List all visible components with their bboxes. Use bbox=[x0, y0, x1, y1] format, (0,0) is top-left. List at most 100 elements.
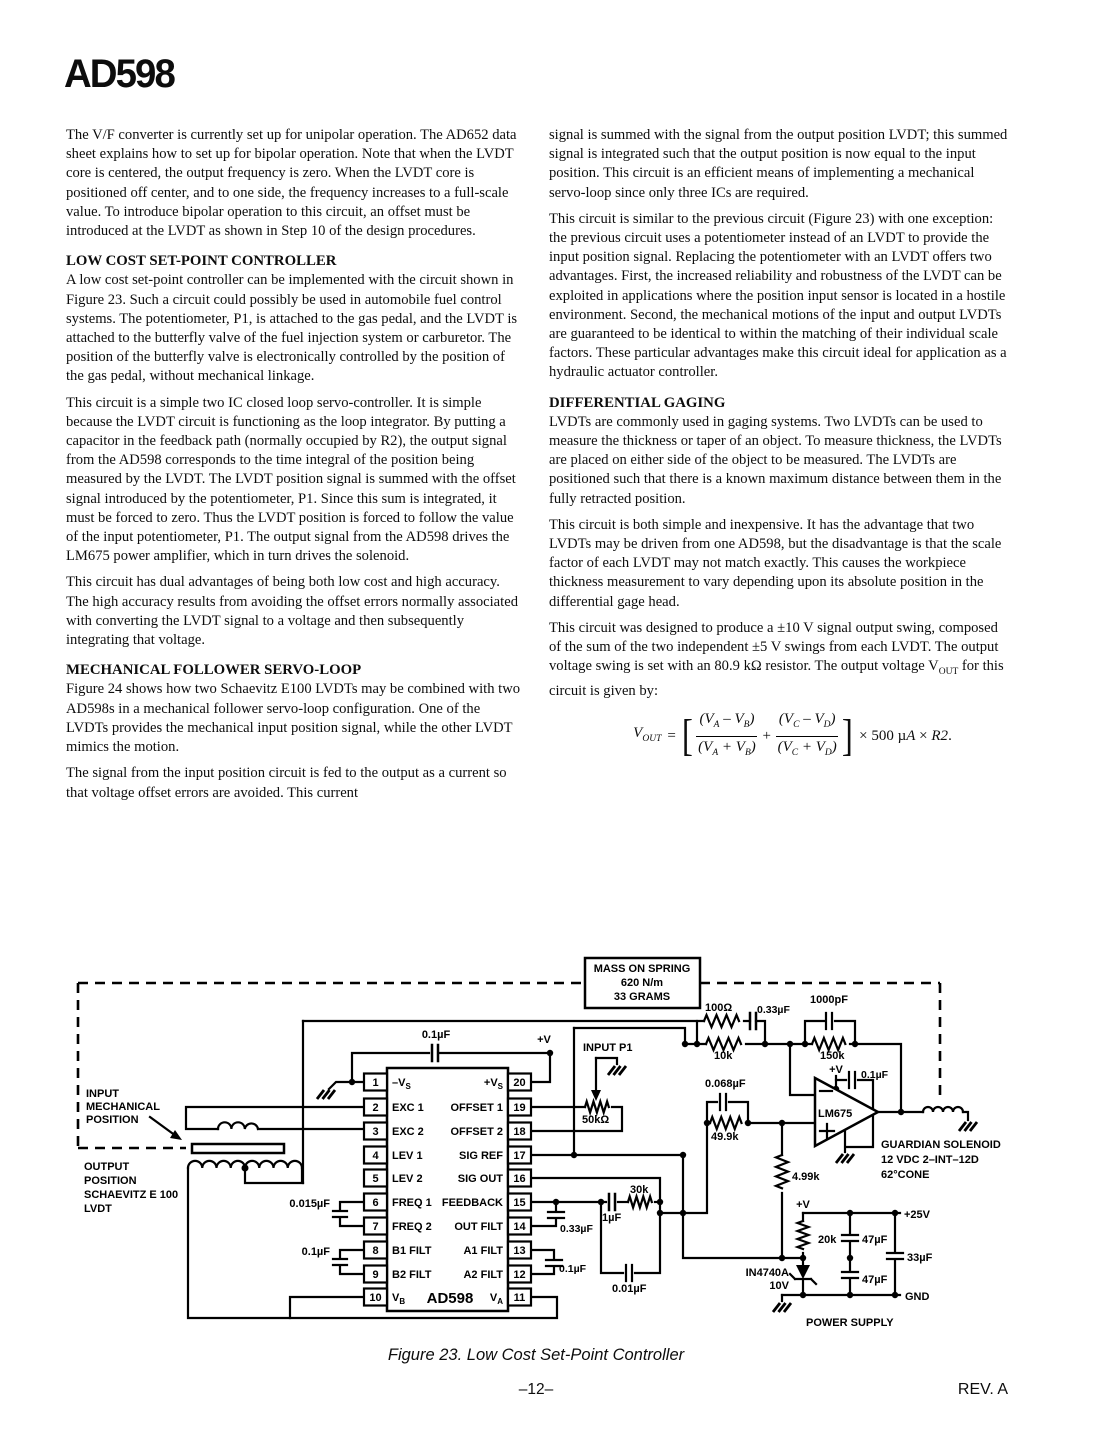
svg-text:13: 13 bbox=[513, 1245, 525, 1257]
fb-c001-label: 0.01µF bbox=[612, 1283, 647, 1295]
svg-text:6: 6 bbox=[372, 1197, 378, 1209]
mass-on-spring-box: MASS ON SPRING 620 N/m 33 GRAMS bbox=[583, 956, 702, 1010]
svg-text:INPUT: INPUT bbox=[86, 1088, 119, 1100]
mechanical-input-arrow bbox=[148, 1115, 182, 1140]
svg-text:OFFSET 1: OFFSET 1 bbox=[450, 1102, 503, 1114]
circuit-wires bbox=[184, 1011, 970, 1320]
paragraph: LVDTs are commonly used in gaging system… bbox=[549, 413, 1002, 507]
svg-text:4: 4 bbox=[372, 1150, 379, 1162]
svg-text:9: 9 bbox=[372, 1269, 378, 1281]
right-column: signal is summed with the signal from th… bbox=[549, 126, 1008, 763]
junction-dots bbox=[241, 1040, 905, 1299]
svg-text:2: 2 bbox=[372, 1102, 378, 1114]
svg-text:8: 8 bbox=[372, 1245, 378, 1257]
ps-supply-label: +V bbox=[796, 1199, 810, 1211]
zener-diode bbox=[796, 1265, 810, 1279]
c1000p-label: 1000pF bbox=[810, 994, 848, 1006]
paragraph: This circuit is both simple and inexpens… bbox=[549, 516, 1002, 610]
revision-label: REV. A bbox=[957, 1381, 1008, 1398]
paragraph: This circuit is similar to the previous … bbox=[549, 210, 1007, 381]
svg-text:–VS: –VS bbox=[392, 1077, 411, 1091]
svg-text:16: 16 bbox=[513, 1173, 525, 1185]
svg-text:B1 FILT: B1 FILT bbox=[392, 1245, 432, 1257]
svg-text:POSITION: POSITION bbox=[84, 1175, 137, 1187]
gnd-label: GND bbox=[905, 1291, 930, 1303]
figure-annotations: INPUT MECHANICAL POSITION OUTPUT POSITIO… bbox=[84, 1088, 178, 1215]
input-pot-label: INPUT P1 bbox=[583, 1042, 633, 1054]
solenoid-label-3: 62°CONE bbox=[881, 1169, 929, 1181]
svg-text:5: 5 bbox=[372, 1173, 378, 1185]
paragraph: The signal from the input position circu… bbox=[66, 765, 507, 801]
c47b-label: 47µF bbox=[862, 1274, 888, 1286]
lm675-label: LM675 bbox=[818, 1108, 852, 1120]
svg-text:SIG REF: SIG REF bbox=[459, 1150, 503, 1162]
figure-23-schematic: MASS ON SPRING 620 N/m 33 GRAMS LM675 bbox=[0, 950, 1105, 1342]
ground-symbols bbox=[315, 1065, 979, 1313]
component-labels: 0.1µF +V INPUT P1 50kΩ 0.015µF 0.1µF 100… bbox=[289, 994, 1000, 1329]
svg-text:FREQ 2: FREQ 2 bbox=[392, 1221, 432, 1233]
chip-name: AD598 bbox=[427, 1290, 474, 1307]
fb-c1u-label: 1µF bbox=[602, 1212, 621, 1224]
pot-wiper-arrow bbox=[591, 1090, 601, 1101]
svg-text:12: 12 bbox=[513, 1269, 525, 1281]
fraction-cd: (VC – VD) (VC + VD) bbox=[775, 710, 839, 758]
svg-text:OUTPUT: OUTPUT bbox=[84, 1161, 130, 1173]
top-cap-label: 0.1µF bbox=[422, 1029, 451, 1041]
r100-label: 100Ω bbox=[705, 1002, 732, 1014]
bfilt-cap-label: 0.1µF bbox=[302, 1246, 331, 1258]
plus25v-label: +25V bbox=[904, 1209, 931, 1221]
c033-label: 0.33µF bbox=[757, 1004, 790, 1016]
fb-r30k-label: 30k bbox=[630, 1184, 649, 1196]
r10k-label: 10k bbox=[714, 1050, 733, 1062]
svg-text:33 GRAMS: 33 GRAMS bbox=[614, 991, 670, 1003]
lvdt-core bbox=[190, 1142, 286, 1155]
page-title: AD598 bbox=[64, 52, 176, 96]
svg-text:20: 20 bbox=[513, 1077, 525, 1089]
c47a-label: 47µF bbox=[862, 1234, 888, 1246]
r499k-label: 4.99k bbox=[792, 1171, 820, 1183]
svg-text:MECHANICAL: MECHANICAL bbox=[86, 1101, 160, 1113]
svg-text:SCHAEVITZ E 100: SCHAEVITZ E 100 bbox=[84, 1189, 178, 1201]
svg-text:+VS: +VS bbox=[484, 1077, 504, 1091]
section-heading-low-cost: LOW COST SET-POINT CONTROLLER bbox=[66, 253, 337, 270]
paragraph: Figure 24 shows how two Schaevitz E100 L… bbox=[66, 681, 521, 756]
svg-text:B2 FILT: B2 FILT bbox=[392, 1269, 432, 1281]
zener-label-1: IN4740A bbox=[746, 1267, 789, 1279]
svg-text:19: 19 bbox=[513, 1102, 525, 1114]
c0068-label: 0.068µF bbox=[705, 1078, 746, 1090]
amp-cap-label: 0.1µF bbox=[861, 1069, 889, 1081]
paragraph: A low cost set-point controller can be i… bbox=[66, 272, 518, 385]
svg-text:18: 18 bbox=[513, 1126, 525, 1138]
svg-text:OFFSET 2: OFFSET 2 bbox=[450, 1126, 503, 1138]
paragraph: The V/F converter is currently set up fo… bbox=[66, 127, 517, 240]
paragraph: This circuit was designed to produce a ±… bbox=[549, 619, 1004, 700]
section-heading-differential-gaging: DIFFERENTIAL GAGING bbox=[549, 394, 726, 411]
svg-text:A1 FILT: A1 FILT bbox=[463, 1245, 503, 1257]
ps-r20k-label: 20k bbox=[818, 1234, 837, 1246]
page-number: –12– bbox=[518, 1381, 554, 1398]
svg-text:3: 3 bbox=[372, 1126, 378, 1138]
svg-text:SIG OUT: SIG OUT bbox=[458, 1173, 504, 1185]
svg-text:VB: VB bbox=[392, 1292, 405, 1306]
section-heading-mech-follower: MECHANICAL FOLLOWER SERVO-LOOP bbox=[66, 662, 362, 679]
dashed-boundary bbox=[76, 981, 942, 1150]
svg-text:15: 15 bbox=[513, 1197, 525, 1209]
solenoid-label-1: GUARDIAN SOLENOID bbox=[881, 1139, 1001, 1151]
svg-text:FEEDBACK: FEEDBACK bbox=[442, 1197, 503, 1209]
r499-label: 49.9k bbox=[711, 1131, 739, 1143]
zener-label-2: 10V bbox=[769, 1280, 789, 1292]
svg-text:14: 14 bbox=[513, 1221, 526, 1233]
svg-text:620 N/m: 620 N/m bbox=[621, 977, 663, 989]
figure-caption: Figure 23. Low Cost Set-Point Controller bbox=[387, 1346, 685, 1364]
svg-text:7: 7 bbox=[372, 1221, 378, 1233]
freq-cap-label: 0.015µF bbox=[289, 1198, 330, 1210]
paragraph: This circuit is a simple two IC closed l… bbox=[66, 394, 516, 565]
lm675-opamp: LM675 bbox=[813, 1075, 881, 1149]
svg-text:FREQ 1: FREQ 1 bbox=[392, 1197, 432, 1209]
svg-text:MASS ON SPRING: MASS ON SPRING bbox=[594, 963, 691, 975]
svg-text:LEV 2: LEV 2 bbox=[392, 1173, 423, 1185]
svg-text:1: 1 bbox=[372, 1077, 378, 1089]
vout-formula: VOUT = [ (VA – VB) (VA + VB) + (VC – VD)… bbox=[577, 710, 1008, 763]
pot-value-label: 50kΩ bbox=[582, 1114, 609, 1126]
